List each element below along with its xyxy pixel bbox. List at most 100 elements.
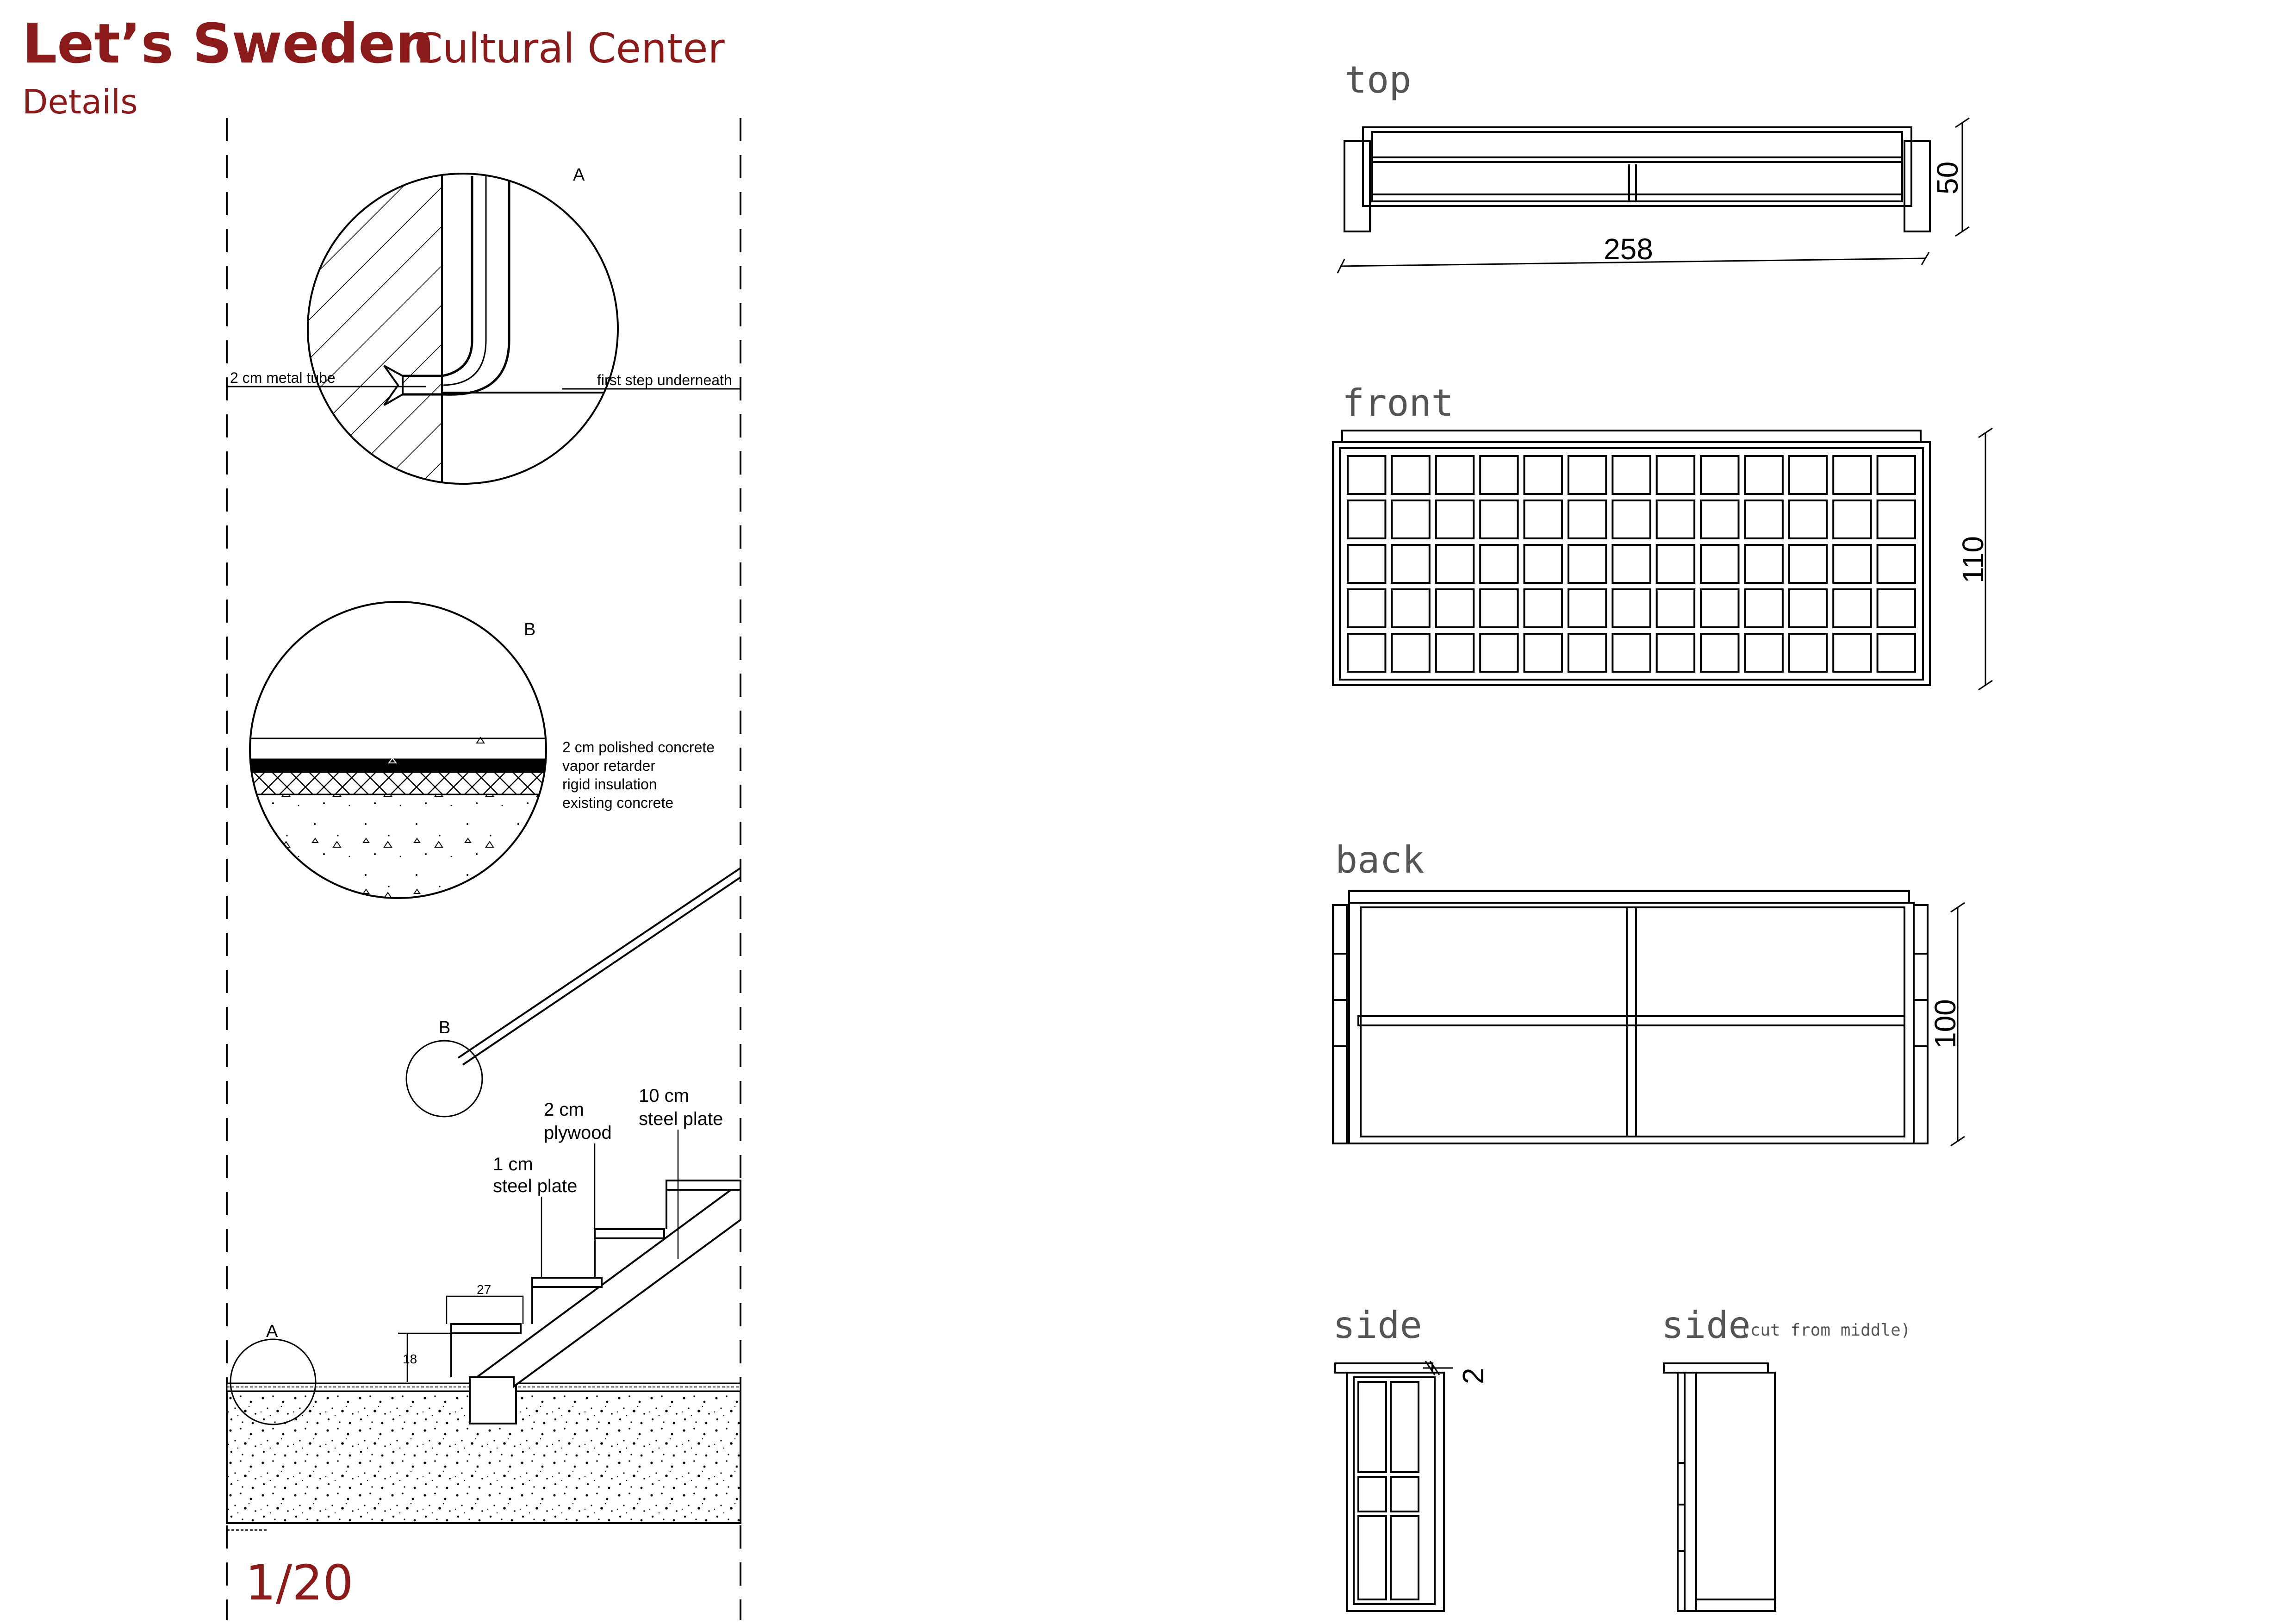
view-front-height-dimension: 110 bbox=[1956, 536, 1990, 583]
cubby-cell bbox=[1744, 588, 1784, 628]
view-front-name: front bbox=[1342, 381, 1454, 425]
drawing-scale: 1/20 bbox=[245, 1555, 354, 1611]
cubby-cell bbox=[1655, 544, 1696, 584]
detail-a-label-tube: 2 cm metal tube bbox=[230, 369, 336, 386]
detail-a: A 2 cm metal tube first step underneath bbox=[227, 165, 740, 485]
column-border-lines bbox=[226, 118, 741, 1620]
detail-b-layer-concrete: 2 cm polished concrete bbox=[562, 739, 715, 756]
detail-b-layer-existing: existing concrete bbox=[562, 794, 673, 811]
stair-label-plywood-1: 2 cm bbox=[544, 1099, 584, 1120]
cubby-cell bbox=[1876, 633, 1916, 673]
view-side: side 2 bbox=[1333, 1304, 1490, 1612]
cubby-cell bbox=[1744, 455, 1784, 495]
cubby-cell bbox=[1832, 633, 1872, 673]
detail-a-tag: A bbox=[573, 165, 585, 185]
cubby-cell bbox=[1832, 588, 1872, 628]
cubby-cell bbox=[1744, 500, 1784, 539]
cubby-cell bbox=[1435, 633, 1475, 673]
cubby-cell bbox=[1347, 544, 1387, 584]
view-side-thickness-dimension: 2 bbox=[1456, 1368, 1490, 1384]
cubby-cell bbox=[1744, 633, 1784, 673]
cubby-cell bbox=[1391, 455, 1431, 495]
cubby-cell bbox=[1832, 500, 1872, 539]
cubby-cell bbox=[1788, 633, 1828, 673]
sheet-title: Let’s Sweden bbox=[22, 12, 434, 75]
detail-b: B 2 cm polished concrete vapor retarder … bbox=[249, 601, 715, 899]
cubby-cell bbox=[1435, 500, 1475, 539]
cubby-cell bbox=[1788, 544, 1828, 584]
cubby-cell bbox=[1788, 455, 1828, 495]
cubby-cell bbox=[1523, 633, 1563, 673]
cubby-cell bbox=[1435, 588, 1475, 628]
stair-tread-dimension: 27 bbox=[477, 1282, 491, 1297]
view-side-name: side bbox=[1333, 1304, 1422, 1347]
stair-riser-dimension: 18 bbox=[403, 1352, 417, 1366]
cubby-cell bbox=[1347, 633, 1387, 673]
cubby-cell bbox=[1567, 633, 1607, 673]
detail-a-callout-tag: A bbox=[266, 1322, 278, 1341]
detail-b-layer-vapor: vapor retarder bbox=[562, 757, 655, 774]
cubby-cell bbox=[1523, 544, 1563, 584]
cubby-cell bbox=[1479, 544, 1519, 584]
view-top-depth-dimension: 50 bbox=[1931, 162, 1964, 194]
stair-label-steel-thick-2: steel plate bbox=[639, 1109, 723, 1129]
view-back: back 100 bbox=[1332, 838, 1965, 1147]
sheet-section: Details bbox=[22, 82, 138, 121]
stair-label-steel-thin-1: 1 cm bbox=[493, 1154, 533, 1174]
cubby-cell bbox=[1347, 500, 1387, 539]
cubby-cell bbox=[1700, 633, 1740, 673]
stair-section: 27 18 1 cm steel plate 2 cm plywood 10 c… bbox=[226, 867, 741, 1611]
cubby-cell bbox=[1655, 500, 1696, 539]
cubby-cell bbox=[1612, 455, 1651, 495]
detail-a-callout bbox=[230, 1338, 317, 1425]
cubby-cell bbox=[1567, 500, 1607, 539]
cubby-cell bbox=[1567, 588, 1607, 628]
cubby-cell bbox=[1700, 588, 1740, 628]
stair-label-steel-thick-1: 10 cm bbox=[639, 1086, 689, 1106]
cubby-cell bbox=[1700, 455, 1740, 495]
header: Let’s Sweden Cultural Center Details bbox=[22, 12, 725, 121]
view-side-cut: side (cut from middle) bbox=[1661, 1304, 1910, 1612]
cubby-cell bbox=[1347, 455, 1387, 495]
front-cubby-grid bbox=[1347, 455, 1916, 673]
cubby-cell bbox=[1788, 500, 1828, 539]
cubby-cell bbox=[1788, 588, 1828, 628]
cubby-cell bbox=[1612, 500, 1651, 539]
cubby-cell bbox=[1435, 544, 1475, 584]
cubby-cell bbox=[1655, 588, 1696, 628]
detail-a-label-step: first step underneath bbox=[597, 372, 732, 388]
view-back-name: back bbox=[1335, 838, 1425, 881]
cubby-cell bbox=[1612, 588, 1651, 628]
cubby-cell bbox=[1700, 544, 1740, 584]
detail-b-layer-insulation: rigid insulation bbox=[562, 776, 657, 793]
cubby-cell bbox=[1876, 588, 1916, 628]
detail-b-tag: B bbox=[524, 620, 535, 639]
cubby-cell bbox=[1612, 544, 1651, 584]
cubby-cell bbox=[1832, 455, 1872, 495]
cubby-cell bbox=[1479, 588, 1519, 628]
view-top-name: top bbox=[1344, 58, 1412, 101]
cubby-cell bbox=[1391, 633, 1431, 673]
cubby-cell bbox=[1832, 544, 1872, 584]
cubby-cell bbox=[1479, 455, 1519, 495]
cubby-cell bbox=[1612, 633, 1651, 673]
sheet-subtitle: Cultural Center bbox=[414, 25, 725, 72]
view-front: front 110 bbox=[1332, 381, 1993, 691]
view-side-cut-name: side bbox=[1661, 1304, 1751, 1347]
cubby-cell bbox=[1876, 500, 1916, 539]
view-back-height-dimension: 100 bbox=[1929, 999, 1962, 1049]
cubby-cell bbox=[1567, 544, 1607, 584]
view-top-width-dimension: 258 bbox=[1604, 232, 1653, 266]
cubby-cell bbox=[1347, 588, 1387, 628]
cubby-cell bbox=[1479, 633, 1519, 673]
cubby-cell bbox=[1876, 544, 1916, 584]
cubby-cell bbox=[1523, 455, 1563, 495]
cubby-cell bbox=[1435, 455, 1475, 495]
cubby-cell bbox=[1391, 500, 1431, 539]
stair-label-steel-thin-2: steel plate bbox=[493, 1176, 577, 1196]
cubby-cell bbox=[1655, 633, 1696, 673]
cubby-cell bbox=[1567, 455, 1607, 495]
stair-label-plywood-2: plywood bbox=[544, 1123, 612, 1143]
detail-b-callout bbox=[405, 1040, 483, 1118]
cubby-cell bbox=[1479, 500, 1519, 539]
